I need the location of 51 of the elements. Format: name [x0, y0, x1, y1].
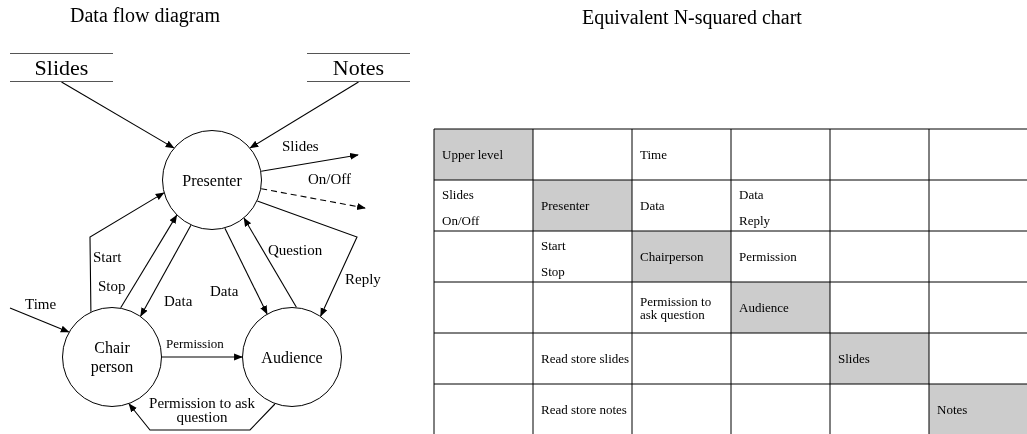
diagram-title: Data flow diagram	[70, 4, 220, 27]
arrow	[9, 307, 70, 333]
cell-text: Time	[640, 148, 667, 161]
cell-text: Notes	[937, 403, 968, 416]
edge-label: Slides	[282, 138, 319, 155]
cell-text: Presenter	[541, 199, 590, 212]
cell-text: Stop	[541, 265, 565, 278]
edge-label: Data	[210, 283, 239, 300]
cell-text: Audience	[739, 301, 789, 314]
dashed-arrow	[260, 188, 366, 210]
arrow	[161, 353, 243, 361]
cell-text: Slides	[442, 188, 474, 201]
arrow	[89, 192, 165, 313]
process-label: Presenter	[182, 170, 242, 190]
cell-text: Slides	[838, 352, 870, 365]
edge-label: Time	[25, 296, 57, 313]
arrow	[256, 200, 358, 317]
edge-label: Start	[93, 249, 122, 266]
arrow	[224, 227, 268, 315]
edge-label: Stop	[98, 278, 126, 295]
cell-text: Permission	[739, 250, 797, 263]
process-label: Chair person	[89, 338, 135, 376]
cell-text: Data	[640, 199, 665, 212]
arrow	[249, 81, 360, 149]
store-label: Slides	[34, 54, 89, 81]
cell-text: Upper level	[442, 148, 503, 161]
data-store	[10, 53, 113, 82]
edge-label: On/Off	[308, 171, 352, 188]
cell-text: Permission to ask question	[640, 295, 713, 321]
cell-text: Reply	[739, 214, 771, 227]
cell-text: Data	[739, 188, 764, 201]
edge-label: Data	[164, 293, 193, 310]
arrow	[120, 214, 178, 309]
arrow	[243, 217, 297, 308]
edge-label: Question	[268, 242, 323, 259]
cell-text: Start	[541, 239, 566, 252]
edge-label: Permission to ask question	[148, 396, 256, 424]
data-store	[307, 53, 410, 82]
store-label: Notes	[332, 54, 385, 81]
edge-label: Reply	[345, 271, 381, 288]
arrow	[260, 152, 359, 172]
chart-title: Equivalent N-squared chart	[582, 6, 802, 29]
arrow	[128, 403, 276, 431]
arrow	[60, 81, 175, 149]
arrow	[140, 224, 192, 317]
cell-text: Read store notes	[541, 403, 627, 416]
cell-text: Read store slides	[541, 352, 630, 365]
edge-label: Permission	[166, 335, 224, 352]
cell-text: On/Off	[442, 214, 480, 227]
process-label: Audience	[261, 347, 323, 367]
cell-text: Chairperson	[640, 250, 704, 263]
